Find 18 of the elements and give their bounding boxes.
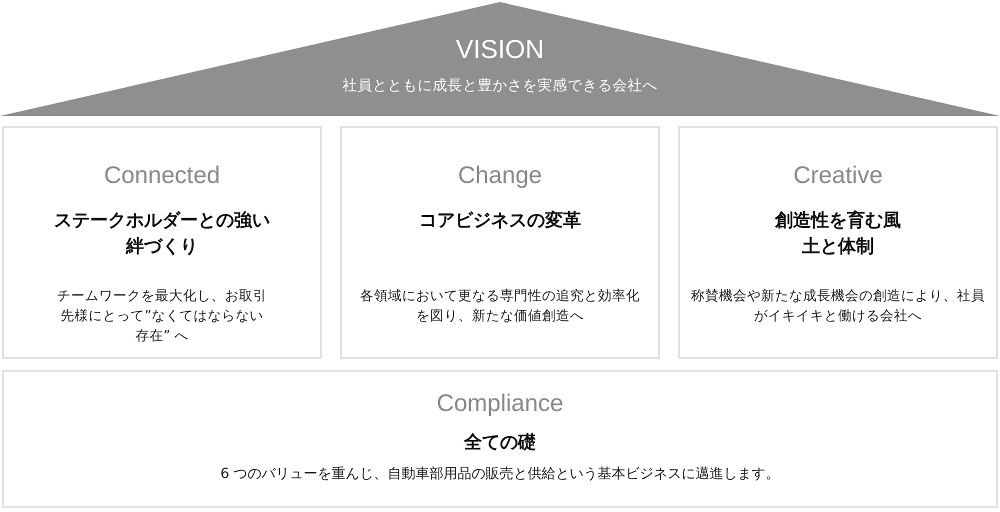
pillar-title: Change [456, 162, 544, 190]
pillar-card [2, 126, 322, 359]
vision-statement: 社員とともに成長と豊かさを実感できる会社へ [342, 76, 658, 95]
pillar-card [678, 126, 998, 359]
pillar-title: Connected [102, 162, 222, 190]
pillar-description: 称賛機会や新たな成長機会の創造により、社員がイキイキと働ける会社へ [690, 287, 986, 326]
vision-title: VISION [454, 34, 546, 65]
pillar-heading: コアビジネスの変革 [418, 209, 582, 233]
foundation-heading: 全ての礎 [462, 431, 537, 455]
pillar-title: Creative [792, 162, 884, 190]
pillar-card [340, 126, 660, 359]
pillar-description: 各領域において更なる専門性の追究と効率化を図り、新たな価値創造へ [360, 287, 640, 326]
foundation-description: 6 つのバリューを重んじ、自動車部用品の販売と供給という基本ビジネスに邁進します。 [219, 465, 781, 484]
pillar-heading: 創造性を育む風土と体制 [774, 209, 902, 259]
pillar-heading: ステークホルダーとの強い絆づくり [53, 209, 271, 259]
foundation-title: Compliance [436, 390, 564, 418]
foundation-panel [2, 370, 998, 508]
pillar-description: チームワークを最大化し、お取引先様にとって”なくてはならない存在” へ [57, 287, 267, 346]
